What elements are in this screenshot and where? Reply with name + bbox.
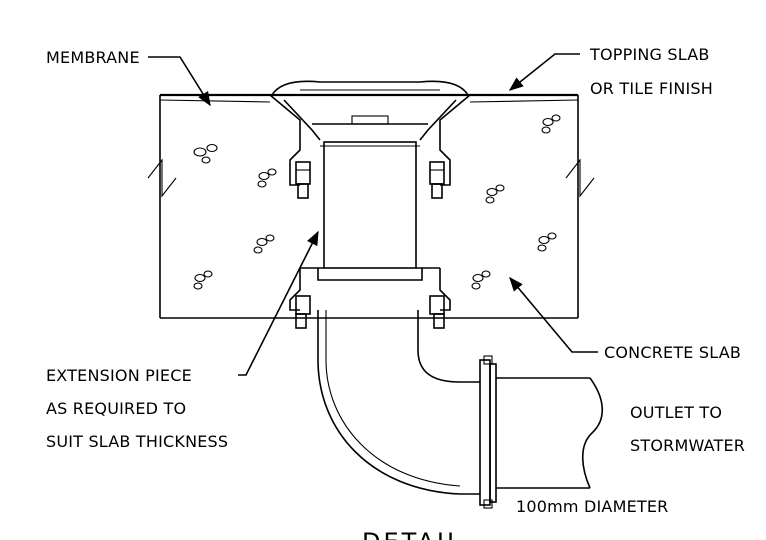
extension-label-2: AS REQUIRED TO <box>46 399 186 418</box>
extension-label-1: EXTENSION PIECE <box>46 366 192 385</box>
aggregate-pattern <box>193 114 561 290</box>
outlet-bend <box>317 310 497 509</box>
topping-slab <box>159 93 579 103</box>
leader-lines <box>148 53 598 376</box>
membrane-label: MEMBRANE <box>46 48 140 67</box>
outlet-pipe <box>496 377 603 489</box>
extension-label-3: SUIT SLAB THICKNESS <box>46 432 228 451</box>
detail-title: DETAIL <box>362 528 463 540</box>
concrete-slab-label: CONCRETE SLAB <box>604 343 741 362</box>
diameter-label: 100mm DIAMETER <box>516 497 669 516</box>
drain-body <box>269 80 471 199</box>
concrete-slab <box>147 95 595 319</box>
outlet-label-1: OUTLET TO <box>630 403 722 422</box>
topping-slab-label-1: TOPPING SLAB <box>589 45 710 64</box>
extension-piece <box>289 141 451 329</box>
outlet-label-2: STORMWATER <box>630 436 745 455</box>
topping-slab-label-2: OR TILE FINISH <box>590 79 713 98</box>
